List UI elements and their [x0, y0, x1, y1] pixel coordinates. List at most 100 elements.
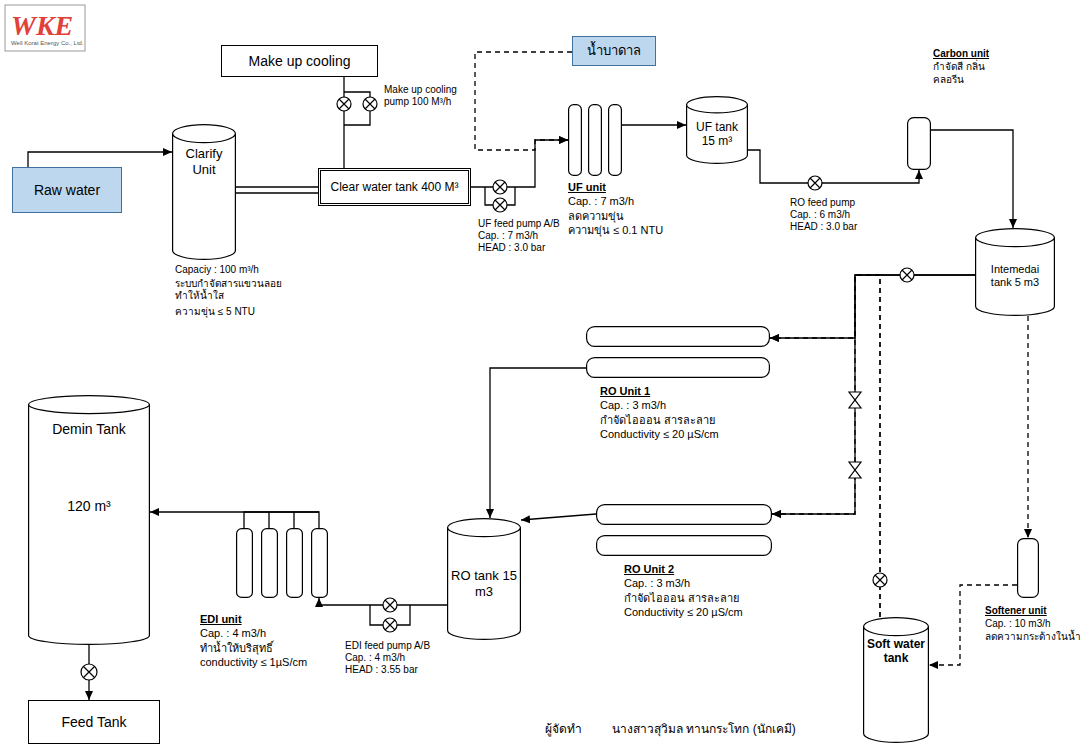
pump-cross — [385, 600, 395, 610]
node-text: Demin Tank — [52, 421, 126, 438]
pump-symbol — [493, 180, 507, 194]
shape-outline — [568, 104, 622, 176]
shape-part — [448, 519, 521, 537]
shape-part — [597, 536, 772, 556]
shape-part — [262, 529, 278, 598]
flow-line — [772, 275, 880, 617]
spec-text: Cap. : 4 m3/h — [345, 652, 405, 664]
node-text: Clarify Unit — [176, 146, 232, 177]
pipe-line — [232, 192, 318, 193]
pump-body — [81, 664, 97, 680]
flow-line — [28, 152, 172, 167]
caption-text: RO Unit 2 — [624, 562, 743, 576]
flow-line — [931, 130, 1013, 228]
pump-body — [383, 598, 397, 612]
pump-symbol — [383, 618, 397, 632]
shape-part — [173, 133, 236, 259]
flow-line — [1027, 316, 1028, 538]
ro-membrane: RO Unit 2Cap. : 3 m3/hกำจัดไอออน สารละลา… — [596, 504, 772, 556]
shape-outline — [596, 504, 772, 556]
flow-line — [471, 140, 568, 187]
caption-text: ทำน้ำให้บริสุทธิ์ — [200, 641, 307, 655]
pump-label: UF feed pump A/B — [478, 218, 560, 230]
spec-text: ความขุ่น ≤ 5 NTU — [175, 306, 255, 318]
caption-block: RO Unit 1Cap. : 3 m3/hกำจัดไอออน สารละลา… — [600, 384, 719, 441]
caption-text: กำจัดไอออน สารละลาย — [624, 591, 743, 605]
node-text: Make up cooling — [249, 53, 351, 70]
pump-symbol — [383, 598, 397, 612]
shape-part — [448, 527, 521, 639]
flow-line — [150, 512, 319, 528]
caption-text: ความขุ่น ≤ 0.1 NTU — [568, 223, 663, 237]
caption-text: Cap. : 7 m3/h — [568, 194, 663, 208]
shape-part — [589, 105, 602, 176]
node-text: Clear water tank 400 M³ — [330, 180, 458, 194]
caption-text: Cap. : 4 m3/h — [200, 626, 307, 640]
shape-part — [864, 618, 929, 636]
uf-membrane: UF unitCap. : 7 m3/hลดความขุ่นความขุ่น ≤… — [568, 104, 622, 176]
shape-part — [908, 118, 931, 170]
pump-symbol — [808, 176, 822, 190]
pump-cross — [365, 99, 375, 109]
pump-cross — [810, 178, 820, 188]
logo-frame — [5, 5, 85, 51]
pump-symbol — [873, 573, 887, 587]
company-name: Well Korat Energy Co., Ltd. — [11, 40, 84, 47]
author-label: ผู้จัดทำ — [545, 722, 582, 736]
spec-text: Capaciy : 100 m³/h — [175, 264, 259, 276]
caption-text: Conductivity ≤ 20 µS/cm — [624, 605, 743, 619]
shape-part — [237, 529, 253, 598]
shape-outline — [236, 528, 328, 598]
storage-tank: RO tank 15 m3 — [447, 518, 521, 640]
flow-line — [772, 275, 975, 514]
caption-text: ลดความกระด้างในน้ำ — [985, 630, 1081, 643]
shape-outline — [907, 117, 931, 170]
pump-body — [363, 97, 377, 111]
pump-cross — [84, 667, 95, 678]
flow-line — [475, 52, 572, 150]
storage-tank: Clear water tank 400 M³ — [318, 168, 471, 206]
storage-tank: Soft water tank — [863, 617, 929, 743]
caption-text: ลดความขุ่น — [568, 209, 663, 223]
softener-vessel: Softener unitCap. : 10 m3/hลดความกระด้าง… — [1017, 538, 1039, 598]
caption-block: Carbon unitกำจัดสี กลิ่น คลอรีน — [933, 47, 1007, 86]
pump-body — [337, 97, 351, 111]
flow-line — [770, 275, 975, 338]
pump-cross — [385, 620, 395, 630]
shape-part — [687, 97, 748, 113]
source-box: น้ำบาดาล — [572, 36, 656, 66]
flow-line — [236, 186, 318, 187]
pump-body — [493, 180, 507, 194]
pump-symbol — [900, 268, 914, 282]
caption-block: Softener unitCap. : 10 m3/hลดความกระด้าง… — [985, 604, 1081, 643]
pump-label: Make up cooling pump 100 M³/h — [384, 84, 470, 108]
pump-body — [900, 268, 914, 282]
caption-text: conductivity ≤ 1µS/cm — [200, 655, 307, 669]
storage-tank: UF tank 15 m³ — [686, 96, 748, 164]
storage-tank: Demin Tank120 m³ — [28, 395, 150, 645]
node-text: Raw water — [34, 182, 100, 199]
shape-outline — [863, 617, 929, 743]
author-name: นางสาวสุวิมล ทานกระโทก (นักเคมี) — [612, 722, 796, 736]
shape-part — [976, 237, 1055, 315]
valve-symbol — [849, 462, 861, 478]
caption-text: Carbon unit — [933, 47, 1007, 60]
shape-outline — [586, 326, 770, 378]
caption-text: Softener unit — [985, 604, 1081, 617]
caption-text: Cap. : 3 m3/h — [624, 576, 743, 590]
pump-symbol — [363, 97, 377, 111]
process-box: Feed Tank — [28, 700, 160, 744]
flow-line — [521, 514, 596, 520]
pump-symbol — [493, 198, 507, 212]
caption-text: กำจัดไอออน สารละลาย — [600, 413, 719, 427]
caption-block: RO Unit 2Cap. : 3 m3/hกำจัดไอออน สารละลา… — [624, 562, 743, 619]
storage-tank: Intemedai tank 5 m3 — [975, 228, 1055, 316]
caption-text: Cap. : 10 m3/h — [985, 617, 1081, 630]
pump-label: EDI feed pump A/B — [345, 640, 430, 652]
shape-part — [312, 529, 328, 598]
shape-part — [597, 505, 772, 525]
flow-line — [343, 77, 344, 168]
shape-part — [569, 105, 582, 176]
flow-line — [770, 275, 880, 617]
